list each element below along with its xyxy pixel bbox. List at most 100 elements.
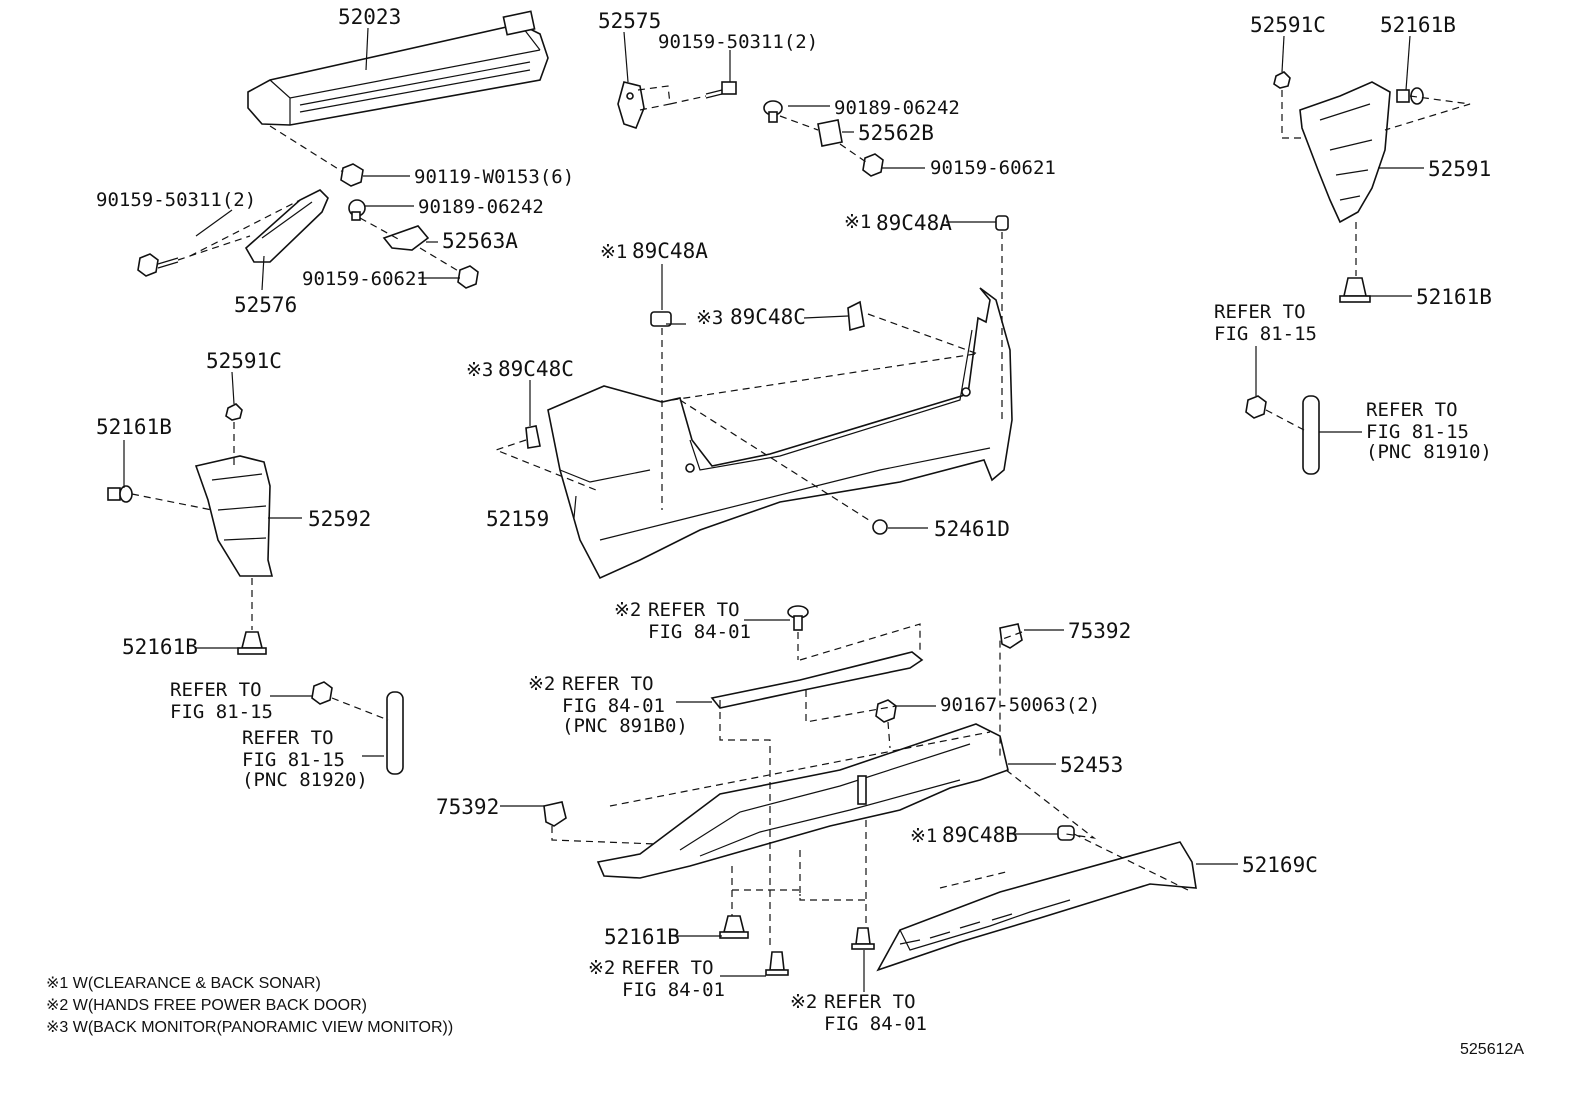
bolt-90119-W0153 [340,163,364,187]
protector-52592 [194,455,274,577]
clip-90189-06242-top [763,100,783,123]
cap-52461D [872,519,888,535]
reflector-left [386,691,404,775]
label-refer-l2-l1: REFER TO [242,727,334,749]
label-75392-right: 75392 [1068,619,1131,643]
label-refer-m2-l1: REFER TO [562,673,654,695]
bolt-refer-left [311,681,333,705]
label-refer-b1-l2: FIG 84-01 [622,979,725,1001]
leader-lines [123,27,1424,992]
bolt-90159-50311-left [137,253,179,277]
bolt-90159-60621-top [862,153,884,177]
mark-3-mid: ※3 [696,307,723,329]
camera-89C48C-left [525,425,541,449]
mark-2-b1: ※2 [588,957,615,979]
bolt-refer-right [1245,395,1267,419]
clip-52161B-right-lower [1339,277,1371,303]
label-refer-m1-l2: FIG 84-01 [648,621,751,643]
label-refer-l1-l1: REFER TO [170,679,262,701]
legend-line-1: ※1 W(CLEARANCE & BACK SONAR) [46,975,321,992]
screw-90167-50063 [875,699,897,723]
clip-52161B-left-lower [237,631,267,655]
mark-2-b2: ※2 [790,991,817,1013]
garnish-52169C [876,841,1197,972]
label-89C48B: 89C48B [942,823,1018,847]
label-refer-r2-l1: REFER TO [1366,399,1458,421]
bumper-cover-52159 [547,287,1013,580]
label-52161B-bottom: 52161B [604,925,680,949]
reinforcement-beam-52023 [247,10,549,126]
clip-52161B-bottom [719,915,749,939]
clip-52161B-top-right [1396,87,1424,105]
clip-refer-bottom-1 [765,951,789,976]
label-90159-60621-mid: 90159-60621 [302,268,428,290]
label-52453: 52453 [1060,753,1123,777]
label-52576: 52576 [234,293,297,317]
clip-refer-top-mid [787,605,809,631]
label-90189-06242-top: 90189-06242 [834,97,960,119]
figure-number: 525612A [1460,1041,1524,1058]
bracket-52563A [382,225,430,251]
clip-75392-right [999,623,1023,649]
label-refer-m2-l3: (PNC 891B0) [562,715,688,737]
label-refer-l2-l2: FIG 81-15 [242,749,345,771]
mark-3-left: ※3 [466,359,493,381]
label-89C48C-mid: 89C48C [730,305,806,329]
bolt-90159-60621-mid [457,265,479,289]
clip-52161B-left [107,485,133,503]
label-refer-r1-l2: FIG 81-15 [1214,323,1317,345]
mark-2-m2: ※2 [528,673,555,695]
mark-2-m1: ※2 [614,599,641,621]
label-52592: 52592 [308,507,371,531]
nut-52591C-top-right [1273,71,1291,89]
label-89C48A-mid: 89C48A [632,239,708,263]
camera-89C48C-mid [847,300,865,332]
mark-1-mid: ※1 [600,241,627,263]
label-refer-r1-l1: REFER TO [1214,301,1306,323]
legend: ※1 W(CLEARANCE & BACK SONAR) ※2 W(HANDS … [46,975,453,1036]
label-refer-m1-l1: REFER TO [648,599,740,621]
label-90119-W0153: 90119-W0153(6) [414,166,574,188]
label-52159: 52159 [486,507,549,531]
mark-1-b: ※1 [910,825,937,847]
label-refer-b1-l1: REFER TO [622,957,714,979]
legend-line-3: ※3 W(BACK MONITOR(PANORAMIC VIEW MONITOR… [46,1019,453,1036]
label-52575: 52575 [598,9,661,33]
label-89C48C-left: 89C48C [498,357,574,381]
label-52562B: 52562B [858,121,934,145]
label-52023: 52023 [338,5,401,29]
sensor-89C48B [1057,825,1075,841]
bolt-90159-50311-top [705,81,737,99]
bracket-52562B [817,119,843,147]
clip-75392-left [543,801,567,827]
label-75392-left: 75392 [436,795,499,819]
label-52563A: 52563A [442,229,518,253]
label-89C48A-right: 89C48A [876,211,952,235]
protector-52591 [1299,81,1391,224]
label-52161B-left-lower: 52161B [122,635,198,659]
label-52161B-left: 52161B [96,415,172,439]
legend-line-2: ※2 W(HANDS FREE POWER BACK DOOR) [46,997,367,1014]
sensor-89C48A-mid [650,311,672,327]
label-52591C-left: 52591C [206,349,282,373]
label-52161B-top-right: 52161B [1380,13,1456,37]
sensor-89C48A-right [995,215,1009,231]
clip-refer-bottom-2 [851,927,875,950]
part-labels: 52023 52575 90159-50311(2) 90189-06242 5… [96,5,1492,1035]
assembly-lines [131,85,1471,950]
bracket-52575 [617,81,645,129]
label-90159-50311-left: 90159-50311(2) [96,189,256,211]
label-52169C: 52169C [1242,853,1318,877]
label-refer-l2-l3: (PNC 81920) [242,769,368,791]
retainer-bar-upper [710,651,924,709]
label-refer-b2-l1: REFER TO [824,991,916,1013]
label-52161B-right-lower: 52161B [1416,285,1492,309]
label-52591: 52591 [1428,157,1491,181]
retainer-52576 [244,189,329,263]
nut-52591C-left [225,403,243,421]
label-90159-50311-top: 90159-50311(2) [658,31,818,53]
label-90167-50063: 90167-50063(2) [940,694,1100,716]
label-90189-06242-mid: 90189-06242 [418,196,544,218]
label-52591C-top-right: 52591C [1250,13,1326,37]
